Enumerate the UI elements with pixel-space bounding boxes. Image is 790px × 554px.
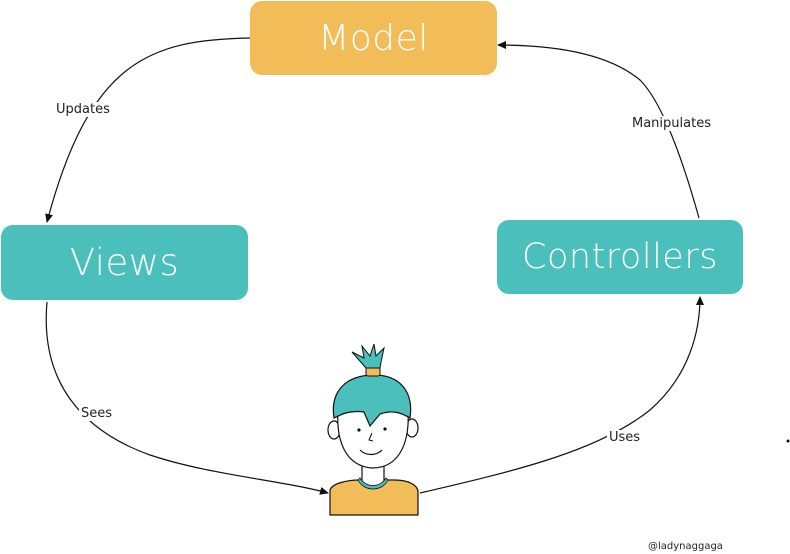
user-left-eye	[357, 428, 361, 432]
edge-label-uses: Uses	[607, 430, 643, 445]
user-face	[337, 409, 409, 469]
stray-dot	[786, 439, 790, 443]
arrow-model-to-views	[45, 37, 251, 223]
arrow-views-to-user	[45, 301, 329, 495]
controllers-node-label: Controllers	[522, 237, 718, 277]
views-node: Views	[1, 225, 248, 300]
controllers-node: Controllers	[497, 220, 743, 294]
model-node: Model	[250, 1, 497, 75]
arrow-controllers-to-model	[497, 41, 700, 219]
user-hair-tuft	[351, 343, 385, 369]
edge-label-sees: Sees	[79, 406, 115, 421]
user-smile	[359, 449, 383, 456]
credit-text: @ladynaggaga	[648, 541, 723, 552]
views-node-label: Views	[69, 241, 180, 284]
user-shirt	[329, 479, 419, 516]
model-node-label: Model	[318, 17, 429, 59]
user-hair	[332, 374, 412, 428]
user-collar	[357, 477, 389, 490]
edge-label-updates: Updates	[54, 102, 112, 117]
arrow-user-to-controllers	[419, 296, 704, 494]
user-nose	[368, 432, 374, 442]
user-right-eye	[383, 427, 387, 431]
edge-label-manipulates: Manipulates	[630, 116, 713, 131]
